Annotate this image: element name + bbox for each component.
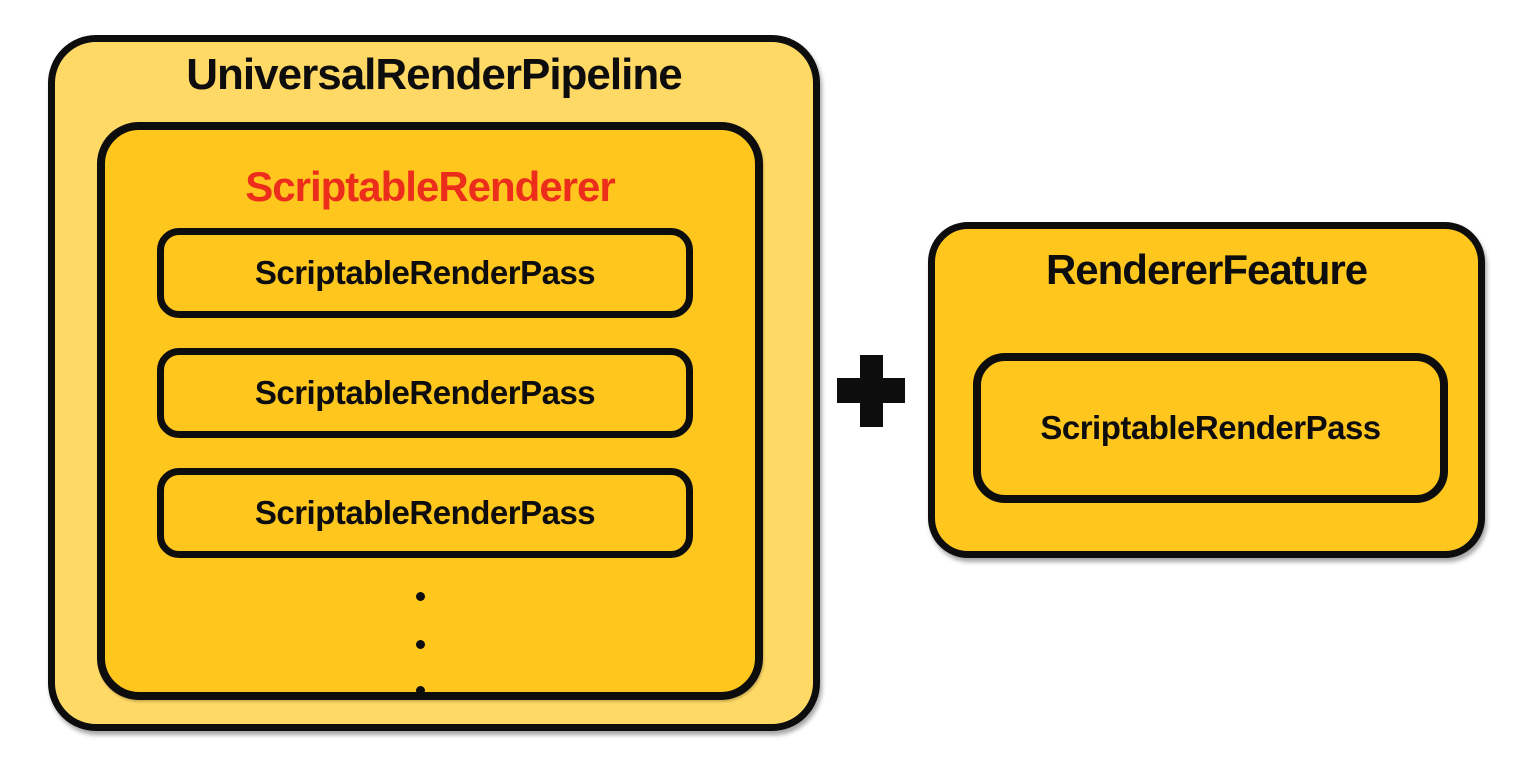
scriptable-renderer-title: ScriptableRenderer: [245, 163, 615, 210]
renderer-feature-title: RendererFeature: [1045, 246, 1368, 293]
feature-scriptable-render-pass-box: ScriptableRenderPass: [973, 353, 1448, 503]
plus-vertical-bar: [860, 355, 883, 427]
ellipsis-dot: [416, 686, 425, 695]
scriptable-render-pass-box-1: ScriptableRenderPass: [157, 228, 693, 318]
ellipsis-dot: [416, 640, 425, 649]
scriptable-render-pass-box-3: ScriptableRenderPass: [157, 468, 693, 558]
ellipsis-dots-icon: [416, 592, 425, 695]
plus-icon: [837, 355, 905, 427]
scriptable-render-pass-box-2: ScriptableRenderPass: [157, 348, 693, 438]
universal-render-pipeline-title: UniversalRenderPipeline: [186, 50, 682, 99]
ellipsis-dot: [416, 592, 425, 601]
